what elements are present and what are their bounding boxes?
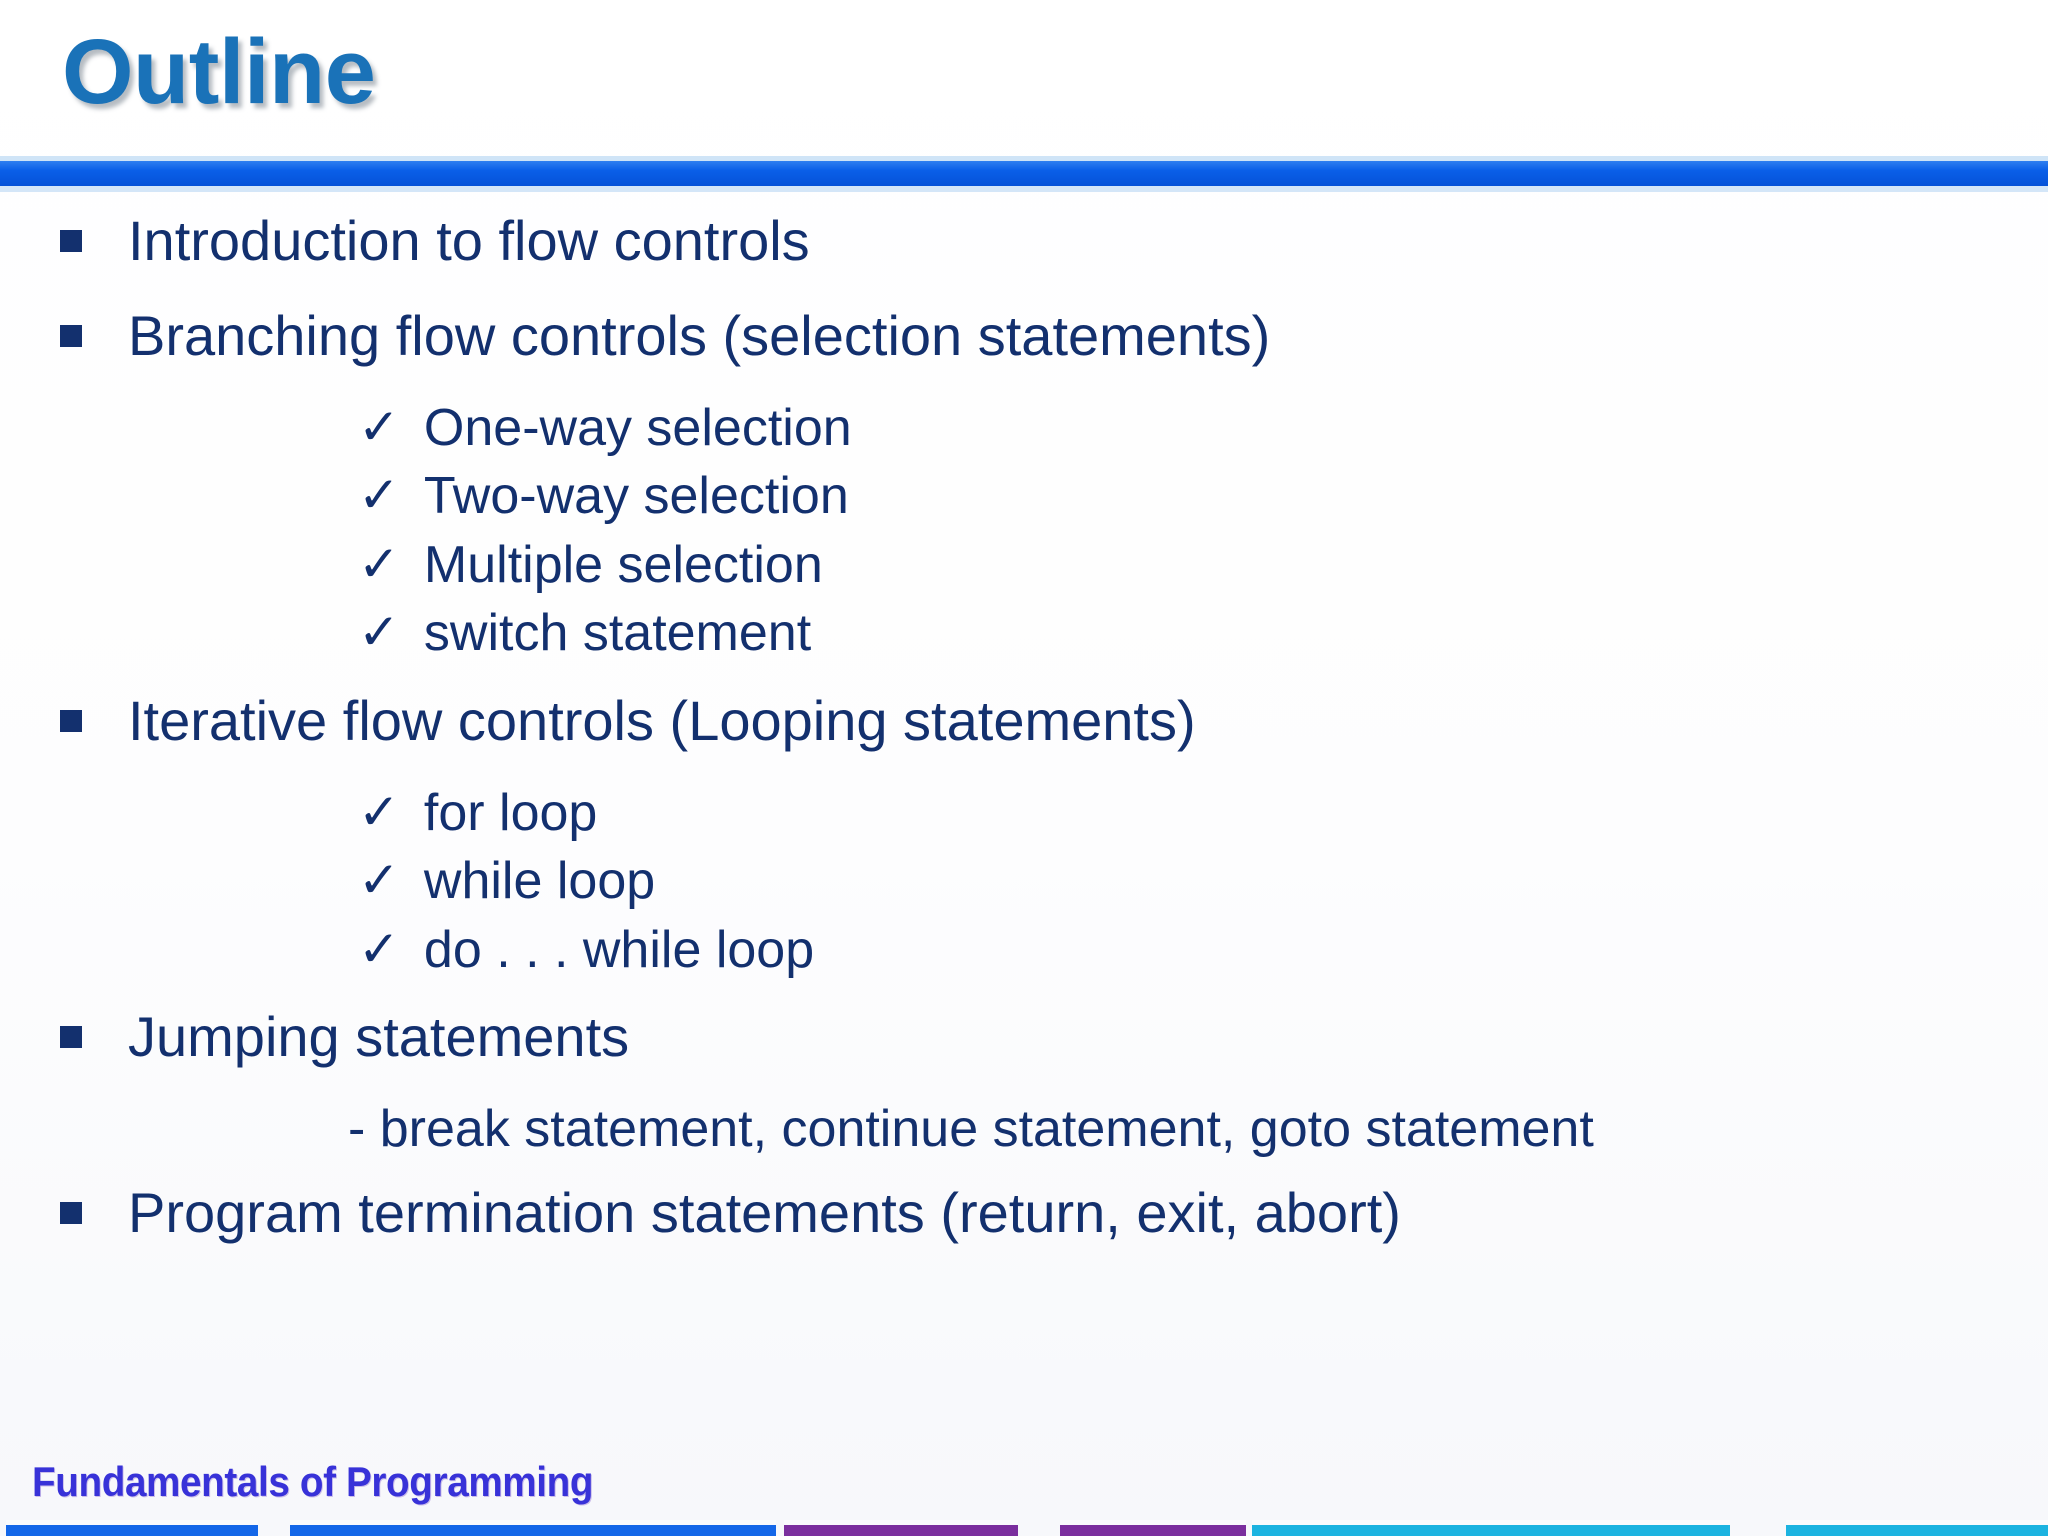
square-bullet-icon bbox=[60, 709, 82, 732]
list-item: ✓ do . . . while loop bbox=[0, 917, 2048, 984]
list-item-label: One-way selection bbox=[423, 398, 852, 457]
check-mark-icon: ✓ bbox=[358, 852, 400, 909]
list-item: Branching flow controls (selection state… bbox=[0, 300, 2048, 373]
list-item-label: Two-way selection bbox=[423, 467, 849, 526]
footer-bar-purple-2-fill bbox=[1060, 1525, 1246, 1536]
footer-bar-blue-2-fill bbox=[290, 1525, 776, 1536]
footer-bar-cyan-2-highlight bbox=[1786, 1520, 2048, 1526]
check-mark-icon: ✓ bbox=[358, 783, 400, 840]
footer-bar-blue-2 bbox=[290, 1520, 776, 1536]
footer-bar-cyan-1-fill bbox=[1252, 1525, 1730, 1536]
square-bullet-icon bbox=[60, 1201, 82, 1224]
list-item: ✓ while loop bbox=[0, 848, 2048, 915]
square-bullet-icon bbox=[60, 1026, 82, 1049]
list-item-label: Program termination statements (return, … bbox=[128, 1180, 1401, 1244]
list-item-label: switch statement bbox=[423, 604, 812, 663]
divider-edge-top bbox=[0, 156, 2048, 161]
list-item-label: Multiple selection bbox=[423, 535, 823, 594]
square-bullet-icon bbox=[60, 324, 82, 347]
list-item: ✓ for loop bbox=[0, 780, 2048, 847]
check-mark-icon: ✓ bbox=[358, 920, 400, 977]
list-item-note: - break statement, continue statement, g… bbox=[348, 1100, 1594, 1159]
footer-bar-blue-1-highlight bbox=[6, 1520, 258, 1526]
page-title: Outline bbox=[62, 21, 376, 123]
divider-core bbox=[0, 161, 2048, 186]
list-item-label: Branching flow controls (selection state… bbox=[128, 303, 1271, 367]
list-item: Jumping statements bbox=[0, 1001, 2048, 1074]
footer-bar-purple-1-highlight bbox=[784, 1520, 1018, 1526]
footer-bar-purple-1-fill bbox=[784, 1525, 1018, 1536]
list-item-label: while loop bbox=[423, 852, 656, 911]
outline-list: Introduction to flow controls Branching … bbox=[0, 205, 2048, 1435]
footer-bar-blue-2-highlight bbox=[290, 1520, 776, 1526]
check-mark-icon: ✓ bbox=[358, 604, 400, 661]
footer-bar-cyan-2-fill bbox=[1786, 1525, 2048, 1536]
title-area: Outline bbox=[0, 0, 2048, 158]
footer-bar-cyan-2 bbox=[1786, 1520, 2048, 1536]
check-mark-icon: ✓ bbox=[358, 467, 400, 524]
list-item: ✓ Multiple selection bbox=[0, 532, 2048, 599]
list-item: Iterative flow controls (Looping stateme… bbox=[0, 685, 2048, 758]
list-item: ✓ Two-way selection bbox=[0, 463, 2048, 530]
check-mark-icon: ✓ bbox=[358, 535, 400, 592]
list-item: ✓ switch statement bbox=[0, 600, 2048, 667]
square-bullet-icon bbox=[60, 230, 82, 252]
footer-bar-purple-2 bbox=[1060, 1520, 1246, 1536]
title-divider bbox=[0, 156, 2048, 192]
sub-list: ✓ One-way selection ✓ Two-way selection … bbox=[0, 395, 2048, 667]
footer-bar-purple-1 bbox=[784, 1520, 1018, 1536]
list-item-label: Iterative flow controls (Looping stateme… bbox=[128, 688, 1196, 752]
footer-bar-cyan-1 bbox=[1252, 1520, 1730, 1536]
list-item: ✓ One-way selection bbox=[0, 395, 2048, 462]
footer-bar-blue-1-fill bbox=[6, 1525, 258, 1536]
footer-color-bars bbox=[0, 1520, 2048, 1536]
footer-bar-blue-1 bbox=[6, 1520, 258, 1536]
list-item: Introduction to flow controls bbox=[0, 205, 2048, 278]
sub-list: ✓ for loop ✓ while loop ✓ do . . . while… bbox=[0, 780, 2048, 984]
list-item-label: Jumping statements bbox=[128, 1005, 630, 1069]
footer-bar-purple-2-highlight bbox=[1060, 1520, 1246, 1526]
list-item-label: do . . . while loop bbox=[423, 920, 815, 979]
check-mark-icon: ✓ bbox=[358, 398, 400, 455]
list-item: Program termination statements (return, … bbox=[0, 1177, 2048, 1250]
footer-bar-cyan-1-highlight bbox=[1252, 1520, 1730, 1526]
divider-edge-bottom bbox=[0, 186, 2048, 192]
list-item-label: Introduction to flow controls bbox=[128, 209, 810, 272]
list-item-label: for loop bbox=[423, 783, 598, 842]
footer-title: Fundamentals of Programming bbox=[32, 1458, 594, 1505]
